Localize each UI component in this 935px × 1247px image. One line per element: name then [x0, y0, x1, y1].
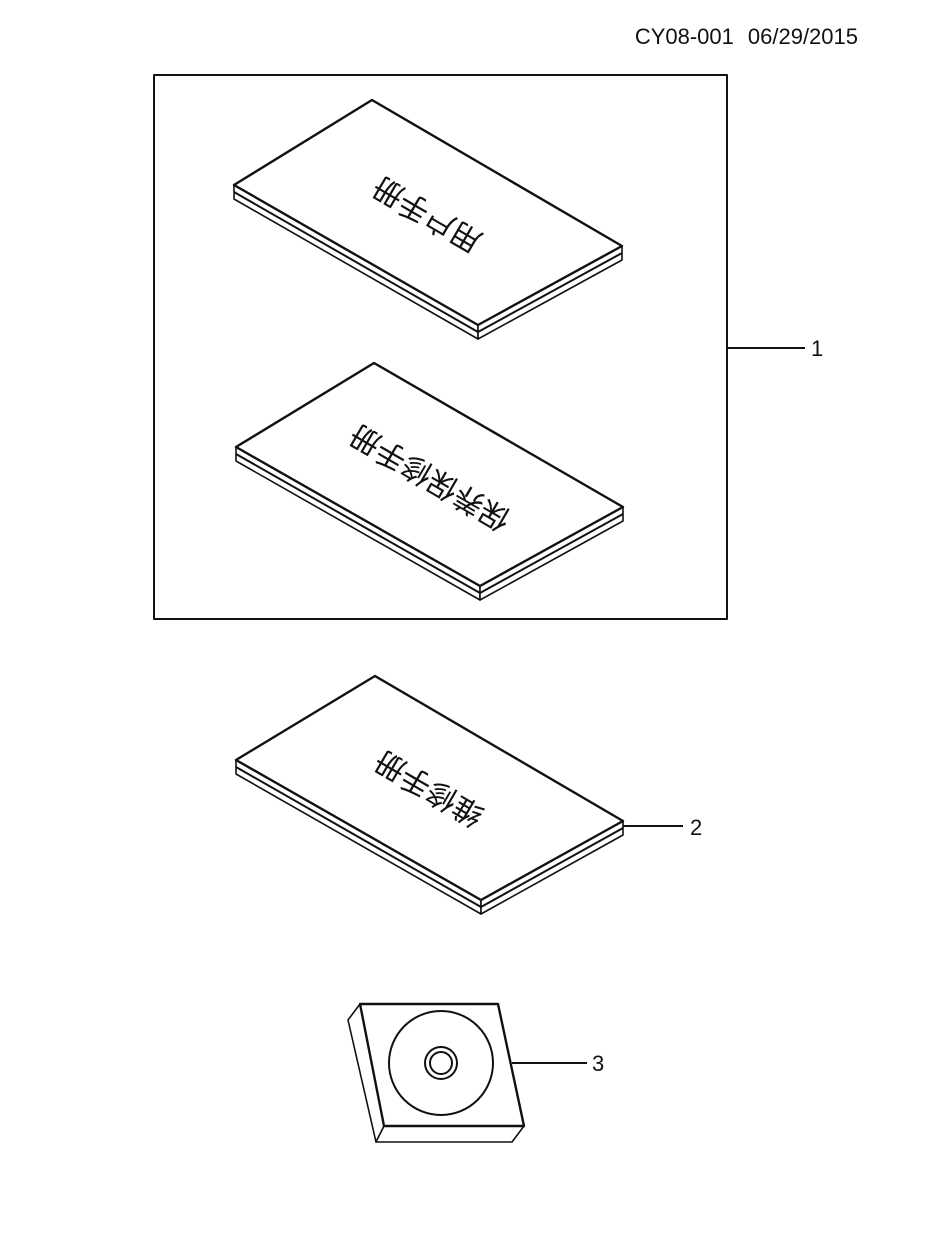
callout-3-label: 3	[592, 1051, 604, 1076]
cd-hole	[429, 1051, 453, 1075]
cd-disc	[388, 1010, 494, 1116]
doc-reference: CY08-001 06/29/2015	[635, 24, 858, 49]
manual-warranty: 保养保修手册	[234, 361, 625, 601]
doc-date: 06/29/2015	[748, 24, 858, 49]
part-1-group: 用户手册 保养保修手册 1	[153, 74, 823, 620]
callout-1-label: 1	[811, 336, 823, 361]
part-3-group: 3	[347, 1002, 604, 1143]
cd-hub-ring	[424, 1046, 458, 1080]
cd-case	[347, 1002, 526, 1143]
doc-code: CY08-001	[635, 24, 734, 49]
part-2-group: 维修手册 2	[234, 674, 702, 915]
manual-user: 用户手册	[232, 98, 624, 340]
callout-2-label: 2	[690, 815, 702, 840]
manual-repair: 维修手册	[234, 674, 625, 915]
